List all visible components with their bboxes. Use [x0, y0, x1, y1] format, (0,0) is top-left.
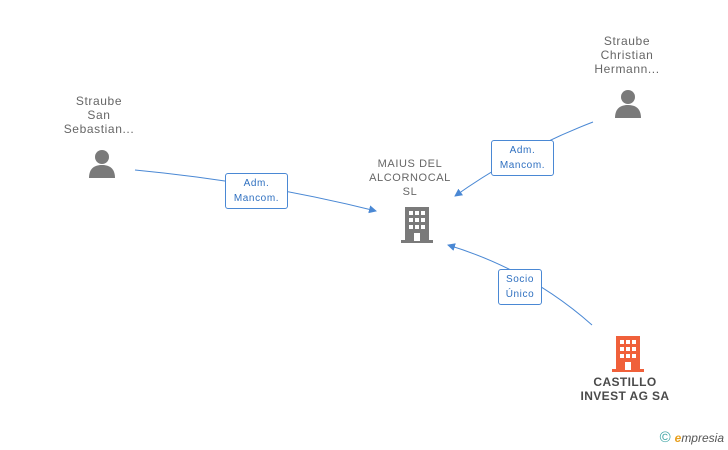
- brand-rest: mpresia: [681, 430, 724, 445]
- building-icon[interactable]: [401, 207, 433, 243]
- footer-brand[interactable]: © empresia: [660, 429, 724, 446]
- person-christian-label[interactable]: Straube Christian Hermann...: [594, 34, 660, 76]
- building-icon[interactable]: [612, 336, 644, 372]
- edge-label-adm-mancom: Adm. Mancom.: [491, 140, 554, 176]
- person-icon[interactable]: [87, 148, 117, 178]
- person-icon[interactable]: [613, 88, 643, 118]
- brand-logo[interactable]: empresia: [675, 431, 724, 445]
- copyright-icon: ©: [659, 429, 671, 446]
- brand-prefix: e: [674, 430, 682, 445]
- edge-label-socio-unico: Socio Único: [498, 269, 542, 305]
- company-maius-label[interactable]: MAIUS DEL ALCORNOCAL SL: [369, 158, 451, 198]
- company-castillo-label[interactable]: CASTILLO INVEST AG SA: [580, 375, 670, 403]
- edge-label-adm-mancom: Adm. Mancom.: [225, 173, 288, 209]
- person-san-sebastian-label[interactable]: Straube San Sebastian...: [63, 94, 135, 136]
